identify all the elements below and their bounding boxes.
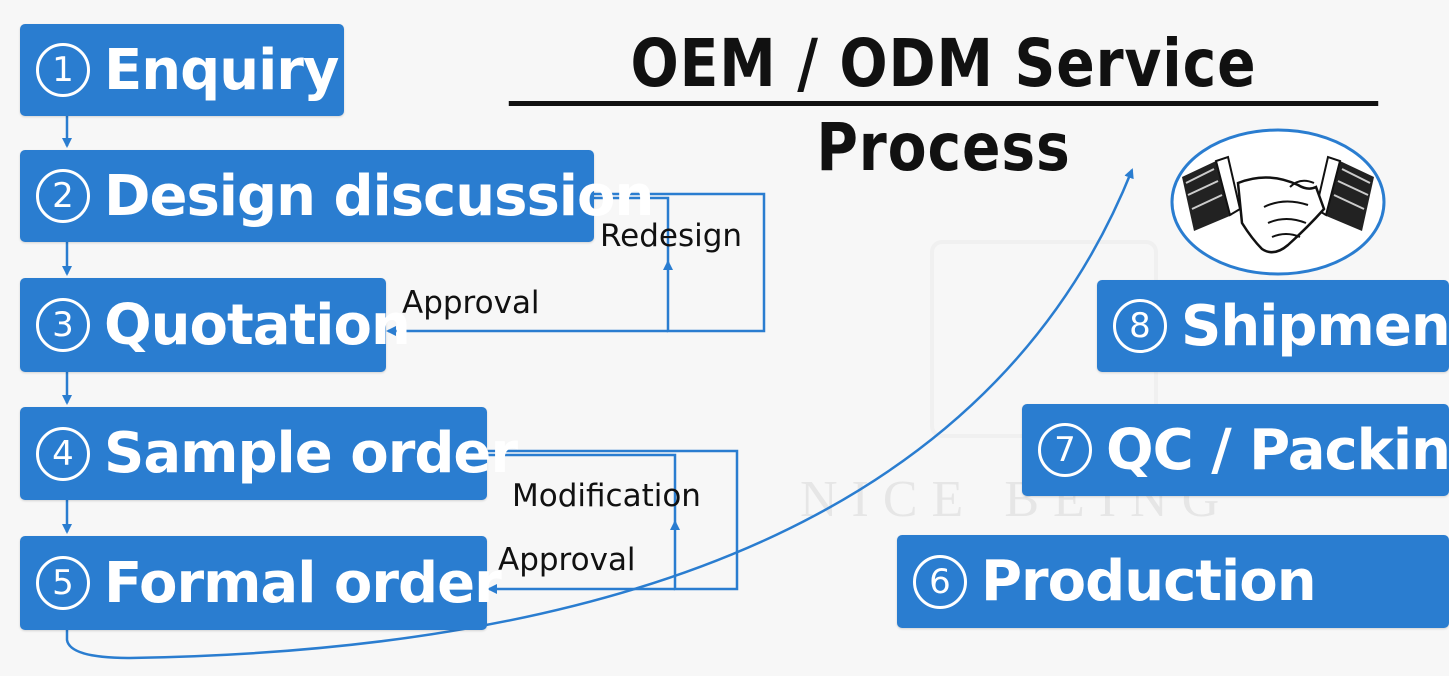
step-label: Design discussion xyxy=(104,163,654,229)
step-label: Shipment xyxy=(1181,293,1449,359)
step-number: 3 xyxy=(36,298,90,352)
redesign-loop-inner xyxy=(592,196,670,270)
step-label: Quotation xyxy=(104,292,411,358)
step-quotation: 3 Quotation xyxy=(20,278,411,372)
modification-loop-inner xyxy=(487,453,677,530)
production-curve xyxy=(65,168,1134,660)
step-qc-packing: 7 QC / Packing xyxy=(1022,404,1449,496)
approval-label-2: Approval xyxy=(498,542,636,578)
approval-label-1: Approval xyxy=(402,285,540,321)
step-label: Sample order xyxy=(104,421,518,486)
modification-label: Modification xyxy=(512,478,701,514)
modification-loop xyxy=(487,449,739,591)
handshake-icon xyxy=(1170,128,1386,276)
step-label: Formal order xyxy=(104,550,502,616)
step-design-discussion: 2 Design discussion xyxy=(20,150,654,242)
redesign-loop xyxy=(592,192,766,333)
redesign-label: Redesign xyxy=(600,218,743,254)
step-label: QC / Packing xyxy=(1106,417,1449,483)
step-label: Enquiry xyxy=(104,37,339,103)
step-number: 7 xyxy=(1038,423,1092,477)
step-label: Production xyxy=(981,549,1317,614)
step-shipment: 8 Shipment xyxy=(1097,280,1449,372)
step-number: 4 xyxy=(36,426,90,481)
step-number: 5 xyxy=(36,556,90,610)
step-number: 6 xyxy=(913,554,967,609)
step-production: 6 Production xyxy=(897,535,1449,628)
step-number: 1 xyxy=(36,43,90,97)
step-enquiry: 1 Enquiry xyxy=(20,24,344,116)
step-sample-order: 4 Sample order xyxy=(20,407,518,500)
page-title: OEM / ODM Service Process xyxy=(508,22,1379,186)
step-formal-order: 5 Formal order xyxy=(20,536,502,630)
step-number: 2 xyxy=(36,169,90,223)
step-number: 8 xyxy=(1113,299,1167,353)
